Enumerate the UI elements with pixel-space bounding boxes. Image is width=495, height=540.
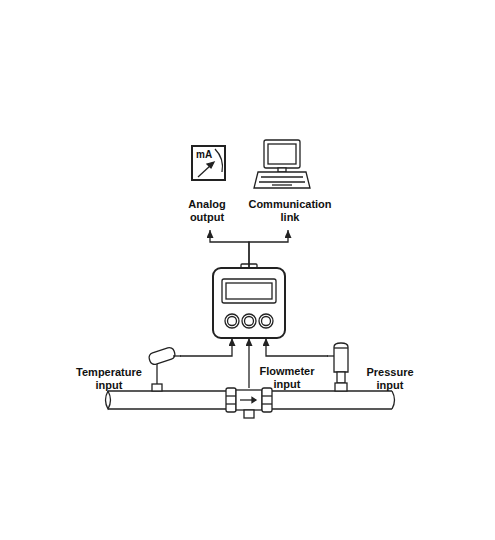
signal-arrow [180,338,232,356]
input-label: Flowmeter input [258,365,316,391]
output-label: Analog output [181,198,233,224]
indicator-device [213,264,285,338]
input-label: Pressure input [360,366,420,392]
pipe [106,391,395,409]
output-label: Communication link [244,198,336,224]
meter-icon [192,146,225,180]
pressure-node: Pressure input [328,342,422,392]
signal-arrow [266,338,328,356]
input-label: Temperature input [64,366,154,392]
signal-arrow [210,230,249,268]
pressure-sensor [327,343,348,391]
signal-arrow [248,338,249,365]
analog-output-node: mA Analog output [181,143,233,230]
unit-label: mA [196,149,218,161]
computer-icon [254,140,310,188]
indicator-node [213,268,285,338]
flowmeter-node: Flowmeter input [222,365,318,415]
signal-arrow [249,230,288,268]
communication-node: Communication link [244,136,336,230]
temperature-node: Temperature input [64,346,180,392]
temperature-sensor [148,346,181,391]
